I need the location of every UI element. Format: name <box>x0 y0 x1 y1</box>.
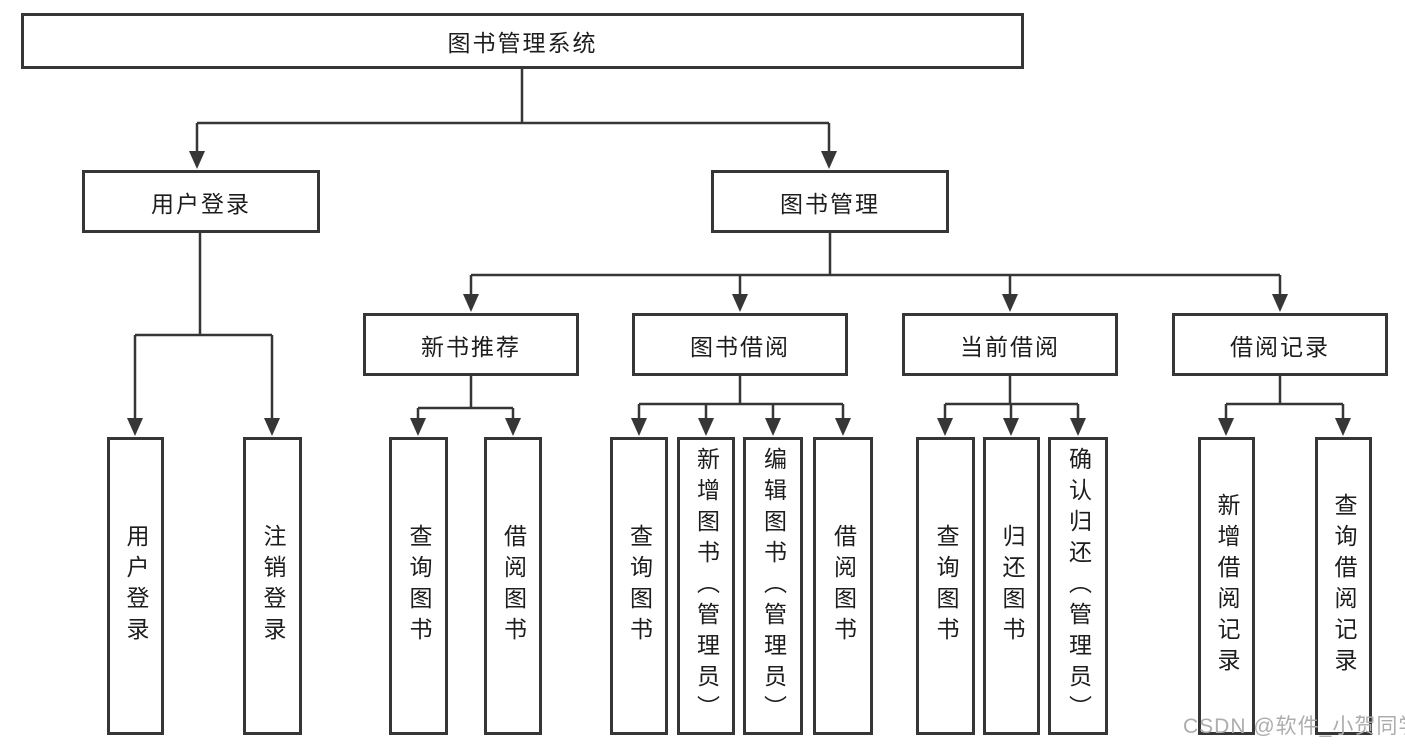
node-user-login: 用户登录 <box>82 170 320 233</box>
node-new-book-recommend: 新书推荐 <box>363 313 579 376</box>
leaf-records-add-record: 新增借阅记录 <box>1198 437 1255 735</box>
leaf-current-confirm-return-admin: 确认归还（管理员） <box>1048 437 1108 735</box>
leaf-recommend-query-books: 查询图书 <box>389 437 448 735</box>
leaf-user-login: 用户登录 <box>107 437 164 735</box>
node-book-borrow: 图书借阅 <box>632 313 848 376</box>
leaf-current-query-books: 查询图书 <box>916 437 975 735</box>
leaf-borrow-edit-books-admin: 编辑图书（管理员） <box>743 437 803 735</box>
leaf-current-return-books: 归还图书 <box>983 437 1040 735</box>
node-book-management: 图书管理 <box>711 170 949 233</box>
leaf-borrow-query-books: 查询图书 <box>610 437 668 735</box>
leaf-recommend-borrow-books: 借阅图书 <box>484 437 542 735</box>
node-root-system: 图书管理系统 <box>21 13 1024 69</box>
node-borrow-records: 借阅记录 <box>1172 313 1388 376</box>
leaf-logout: 注销登录 <box>243 437 302 735</box>
leaf-borrow-borrow-books: 借阅图书 <box>813 437 873 735</box>
leaf-borrow-add-books-admin: 新增图书（管理员） <box>677 437 735 735</box>
csdn-watermark: CSDN @软件_小贺同学 <box>1183 715 1405 738</box>
node-current-borrow: 当前借阅 <box>902 313 1118 376</box>
leaf-records-query-record: 查询借阅记录 <box>1315 437 1372 735</box>
